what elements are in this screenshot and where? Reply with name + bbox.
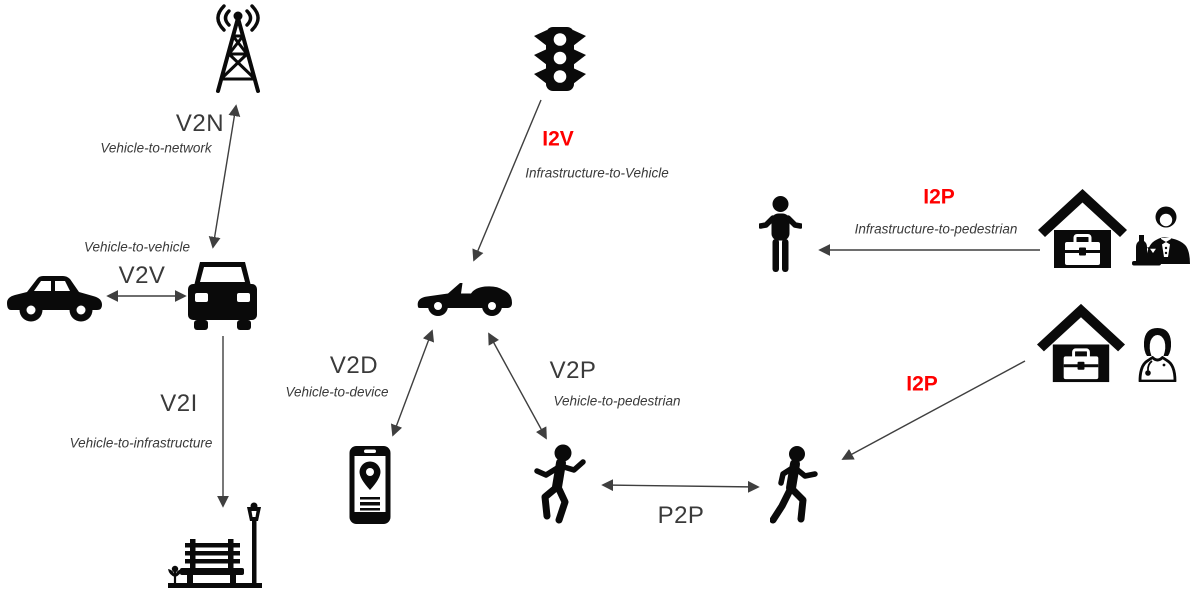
v2d-label: V2D (329, 352, 379, 379)
v2v-description: Vehicle-to-vehicle (83, 239, 191, 255)
office-house-icon (1036, 302, 1126, 383)
v2n-label: V2N (175, 110, 225, 137)
arrow-v2p (488, 332, 547, 440)
arrow-v2d (390, 329, 435, 437)
v2i-label: V2I (160, 390, 198, 417)
v2i-description: Vehicle-to-infrastructure (69, 435, 213, 451)
pedestrian-walking-icon (770, 446, 820, 524)
i2p-bottom-label: I2P (906, 372, 938, 396)
pedestrian-waving-icon (534, 444, 588, 524)
traffic-light-icon (533, 26, 587, 92)
arrow-i2p-bottom (841, 360, 1026, 460)
i2p-top-description: Infrastructure-to-pedestrian (854, 221, 1018, 237)
arrow-i2v (472, 99, 542, 262)
arrow-v2n (208, 104, 241, 249)
park-bench-icon (167, 502, 263, 588)
convertible-car-icon (415, 277, 514, 317)
i2v-label: I2V (542, 127, 574, 151)
v2n-description: Vehicle-to-network (100, 140, 212, 156)
car-front-icon (187, 262, 258, 330)
office-house-icon (1037, 188, 1128, 268)
bartender-icon (1130, 204, 1190, 267)
i2v-description: Infrastructure-to-Vehicle (525, 165, 669, 181)
v2p-label: V2P (549, 357, 597, 384)
p2p-label: P2P (657, 502, 705, 529)
pedestrian-standing-icon (759, 195, 802, 273)
v2v-label: V2V (118, 262, 166, 289)
arrow-p2p (601, 479, 760, 493)
car-side-icon (6, 268, 103, 324)
cell-tower-icon (205, 4, 271, 96)
v2p-description: Vehicle-to-pedestrian (553, 393, 681, 409)
doctor-icon (1135, 327, 1180, 382)
i2p-top-label: I2P (923, 185, 955, 209)
v2d-description: Vehicle-to-device (285, 384, 389, 400)
smartphone-navigation-icon (348, 445, 392, 525)
